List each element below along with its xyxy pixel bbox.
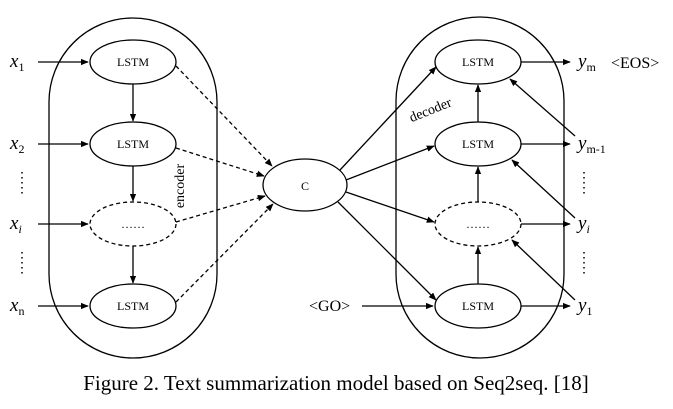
decoder-cell: LSTM — [434, 283, 522, 329]
decoder-cell: LSTM — [434, 39, 522, 85]
output-label-yi: yi — [576, 213, 590, 236]
context-dashed-arrow — [175, 147, 265, 177]
context-to-decoder-arrow — [345, 145, 435, 181]
decoder-cell-label: LSTM — [462, 299, 494, 313]
encoder-cell-label: LSTM — [117, 137, 149, 151]
context-node: C — [262, 158, 348, 212]
input-label-x1: x1 — [9, 51, 24, 74]
encoder-cell-label: LSTM — [117, 299, 149, 313]
decoder-label: decoder — [407, 95, 454, 126]
go-label: <GO> — [309, 298, 350, 315]
input-label-xi: xi — [9, 213, 22, 236]
context-dashed-arrow — [175, 65, 273, 167]
decoder-cell-label: …… — [466, 217, 490, 231]
encoder-cell: LSTM — [89, 121, 177, 167]
output-label-ym: ym — [576, 51, 596, 74]
context-label: C — [301, 179, 309, 193]
encoder-cell: LSTM — [89, 39, 177, 85]
encoder-cell-label: LSTM — [117, 55, 149, 69]
decoder-cell-label: LSTM — [462, 137, 494, 151]
encoder-container — [48, 17, 218, 359]
decoder-cell-ellipsis: …… — [434, 201, 522, 247]
figure-caption: Figure 2. Text summarization model based… — [83, 371, 589, 395]
context-dashed-arrow — [175, 194, 266, 223]
encoder-label: encoder — [173, 164, 188, 209]
encoder-cell-ellipsis: …… — [89, 201, 177, 247]
output-label-y1: y1 — [576, 295, 592, 318]
input-label-x2: x2 — [9, 133, 24, 156]
input-label-xn: xn — [9, 295, 24, 318]
decoder-cell: LSTM — [434, 121, 522, 167]
context-to-decoder-arrow — [339, 66, 437, 171]
output-label-ym-1: ym-1 — [576, 133, 606, 156]
context-dashed-arrow — [175, 203, 274, 303]
decoder-cell-label: LSTM — [462, 55, 494, 69]
encoder-cell-label: …… — [121, 217, 145, 231]
encoder-cell: LSTM — [89, 283, 177, 329]
decoder-container — [395, 16, 565, 359]
feedback-arrow — [511, 239, 576, 301]
feedback-arrow — [511, 159, 576, 219]
context-to-decoder-arrow — [345, 191, 435, 223]
eos-label: <EOS> — [611, 55, 659, 72]
feedback-arrow — [509, 78, 576, 137]
context-to-decoder-arrow — [337, 201, 437, 301]
